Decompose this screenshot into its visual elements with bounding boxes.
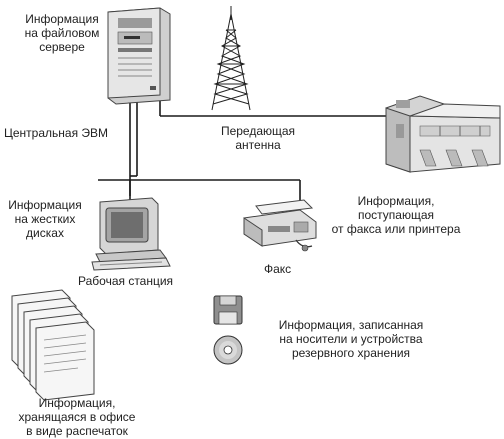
printer-icon: [385, 95, 501, 173]
fax-printer-info-label: Информация, поступающая от факса или при…: [316, 194, 476, 236]
backup-info-line-1: Информация, записанная: [278, 318, 424, 332]
backup-info-label: Информация, записанная на носители и уст…: [262, 318, 440, 360]
network-connections: [98, 100, 388, 206]
printouts-info-line-3: в виде распечаток: [26, 424, 128, 438]
printouts-info-label: Информация, хранящаяся в офисе в виде ра…: [2, 396, 152, 438]
antenna-line-2: антенна: [235, 138, 281, 152]
floppy-disk-icon: [213, 295, 243, 325]
server-info-label: Информация на файловом сервере: [14, 12, 110, 54]
printouts-info-line-1: Информация,: [38, 396, 116, 410]
fax-printer-info-line-2: поступающая: [357, 208, 435, 222]
server-info-line-2: на файловом: [24, 26, 100, 40]
workstation-icon: [91, 197, 171, 271]
backup-info-line-2: на носители и устройства: [279, 332, 423, 346]
hdd-info-line-2: на жестких: [14, 212, 76, 226]
cd-disc-icon: [213, 335, 243, 365]
fax-printer-info-line-3: от факса или принтера: [331, 222, 461, 236]
hdd-info-line-1: Информация: [8, 198, 82, 212]
antenna-tower-icon: [211, 6, 251, 111]
fax-printer-info-line-1: Информация,: [357, 194, 435, 208]
workstation-label: Рабочая станция: [78, 274, 174, 288]
server-info-line-3: сервере: [39, 40, 85, 54]
server-info-line-1: Информация: [25, 12, 99, 26]
antenna-line-1: Передающая: [220, 124, 296, 138]
mainframe-label: Центральная ЭВМ: [4, 126, 109, 140]
paper-stack-icon: [11, 289, 95, 401]
antenna-label: Передающая антенна: [208, 124, 308, 152]
printouts-info-line-2: хранящаяся в офисе: [18, 410, 136, 424]
fax-label: Факс: [264, 262, 292, 276]
hdd-info-line-3: дисках: [26, 226, 64, 240]
fax-icon: [243, 199, 317, 252]
server-icon: [107, 7, 171, 105]
backup-info-line-3: резервного хранения: [291, 346, 411, 360]
hdd-info-label: Информация на жестких дисках: [2, 198, 88, 240]
